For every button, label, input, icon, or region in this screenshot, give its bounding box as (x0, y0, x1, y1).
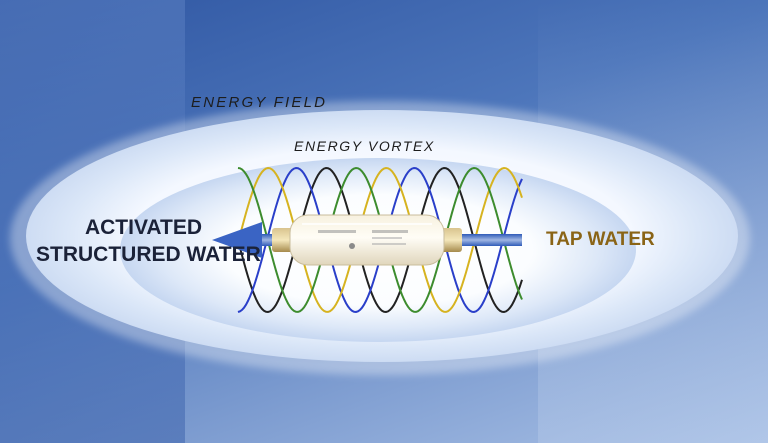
energy-field-label: ENERGY FIELD (191, 94, 328, 111)
tap-water-label: TAP WATER (546, 229, 655, 250)
outflow-arrow (212, 222, 262, 258)
filter-unit (272, 214, 462, 266)
inlet-pipe (450, 234, 522, 246)
filter-logo-dot (349, 243, 355, 249)
activated-water-line2: STRUCTURED WATER (36, 243, 261, 266)
activated-water-line1: ACTIVATED (84, 216, 203, 239)
activated-water-label: ACTIVATED STRUCTURED WATER (36, 214, 261, 268)
energy-vortex-label: ENERGY VORTEX (294, 138, 435, 154)
